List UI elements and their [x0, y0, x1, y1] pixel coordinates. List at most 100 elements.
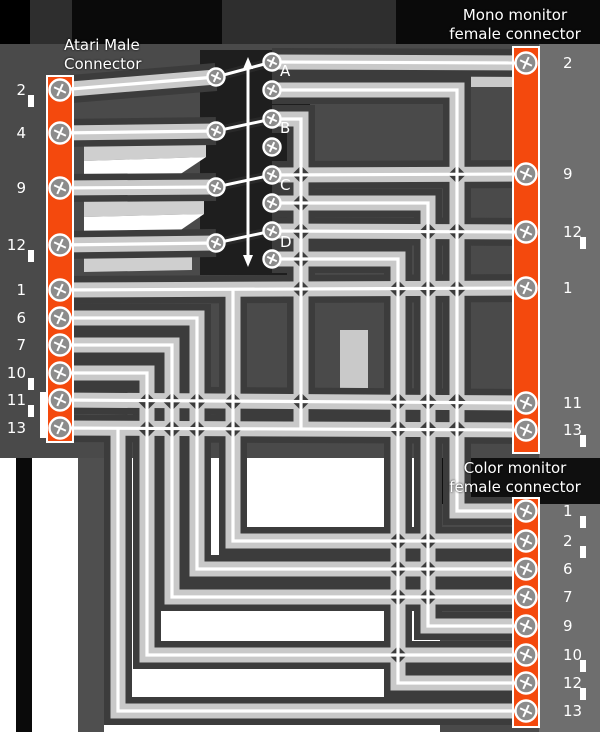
- label-tick: [28, 95, 34, 107]
- pin-atari-7-slot: [56, 338, 64, 352]
- background-panel: [72, 0, 222, 44]
- pin-label-atari-10: 10: [7, 364, 26, 382]
- switch-D-throw-pin-slot: [268, 253, 276, 265]
- pin-label-atari-4: 4: [16, 124, 26, 142]
- label-tick: [580, 660, 586, 672]
- pin-mono-12-slot: [522, 225, 530, 239]
- pin-atari-6-slot: [56, 311, 64, 325]
- label-tick: [28, 405, 34, 417]
- pin-mono-2-slot: [522, 56, 530, 70]
- pin-color-13-slot: [522, 704, 530, 718]
- pin-mono-9-slot: [522, 167, 530, 181]
- switch-label-A: A: [280, 62, 291, 80]
- background-panel: [539, 44, 600, 458]
- pin-label-mono-2: 2: [563, 54, 573, 72]
- switch-C-throw-pin-slot: [268, 169, 276, 181]
- wire: [272, 257, 526, 685]
- pin-color-6-slot: [522, 562, 530, 576]
- pin-mono-11-slot: [522, 396, 530, 410]
- gang-arrow-down: [243, 255, 253, 267]
- switch-A-throw-pin-slot: [268, 56, 276, 68]
- pin-mono-13-slot: [522, 423, 530, 437]
- pin-label-atari-2: 2: [16, 81, 26, 99]
- pin-label-atari-13: 13: [7, 419, 26, 437]
- wire: [116, 428, 526, 713]
- wire: [272, 88, 526, 513]
- switch-D-throw-pin-slot: [268, 225, 276, 237]
- pin-label-color-6: 6: [563, 560, 573, 578]
- color-connector-title: Color monitor female connector: [449, 459, 581, 496]
- switch-label-C: C: [280, 176, 290, 194]
- wire: [58, 398, 527, 405]
- pin-color-10-slot: [522, 648, 530, 662]
- background-panel: [16, 458, 32, 732]
- pin-label-atari-12: 12: [7, 236, 26, 254]
- label-tick: [580, 688, 586, 700]
- pin-atari-2-slot: [56, 83, 64, 97]
- switch-B-throw-pin-slot: [268, 113, 276, 125]
- switch-label-B: B: [280, 119, 290, 137]
- wire: [231, 289, 526, 543]
- pin-color-9-slot: [522, 619, 530, 633]
- switch-label-D: D: [280, 233, 292, 251]
- pin-label-color-9: 9: [563, 617, 573, 635]
- switch-B-common-pin-slot: [212, 125, 220, 137]
- pin-atari-4-slot: [56, 126, 64, 140]
- switch-D-common-pin-slot: [212, 237, 220, 249]
- pin-color-2-slot: [522, 534, 530, 548]
- pin-atari-10-slot: [56, 366, 64, 380]
- pin-color-7-slot: [522, 590, 530, 604]
- wire: [59, 371, 526, 657]
- wire: [271, 60, 527, 65]
- wire: [58, 185, 217, 190]
- pin-atari-11-slot: [56, 393, 64, 407]
- pin-label-color-2: 2: [563, 532, 573, 550]
- switch-C-throw-pin-slot: [268, 197, 276, 209]
- pin-color-1-slot: [522, 504, 530, 518]
- pin-label-color-7: 7: [563, 588, 573, 606]
- wire: [58, 241, 217, 247]
- mono-connector-title: Mono monitor female connector: [449, 6, 581, 43]
- pin-label-mono-1: 1: [563, 279, 573, 297]
- bevel-shape: [300, 330, 412, 430]
- wire: [59, 316, 526, 571]
- wire: [271, 229, 527, 234]
- wire: [272, 201, 526, 628]
- pin-label-color-10: 10: [563, 646, 582, 664]
- pin-label-mono-13: 13: [563, 421, 582, 439]
- pin-label-color-12: 12: [563, 674, 582, 692]
- pin-label-atari-11: 11: [7, 391, 26, 409]
- pin-label-atari-6: 6: [16, 309, 26, 327]
- background-panel: [539, 498, 600, 732]
- pin-atari-12-slot: [56, 238, 64, 252]
- pin-label-atari-1: 1: [16, 281, 26, 299]
- pin-label-mono-9: 9: [563, 165, 573, 183]
- atari-connector-title: Atari Male Connector: [64, 36, 142, 73]
- switch-A-common-pin-slot: [212, 71, 220, 83]
- pin-label-color-1: 1: [563, 502, 573, 520]
- pin-color-12-slot: [522, 676, 530, 690]
- pin-atari-1-slot: [56, 283, 64, 297]
- label-tick: [580, 237, 586, 249]
- pin-label-color-13: 13: [563, 702, 582, 720]
- connector-strip-mono: [512, 46, 540, 454]
- label-tick: [580, 516, 586, 528]
- wire: [58, 426, 527, 432]
- wire: [58, 129, 217, 135]
- pin-atari-9-slot: [56, 181, 64, 195]
- pin-label-atari-7: 7: [16, 336, 26, 354]
- wire: [58, 75, 217, 92]
- switch-A-throw-pin-slot: [268, 84, 276, 96]
- pin-label-mono-12: 12: [563, 223, 582, 241]
- switch-B-throw-pin-slot: [268, 141, 276, 153]
- gang-arrow-up: [243, 57, 253, 69]
- background-panel: [396, 0, 600, 48]
- wire: [271, 172, 527, 177]
- pin-label-atari-9: 9: [16, 179, 26, 197]
- wire: [59, 343, 526, 599]
- label-tick: [28, 250, 34, 262]
- pin-mono-1-slot: [522, 281, 530, 295]
- label-tick: [580, 435, 586, 447]
